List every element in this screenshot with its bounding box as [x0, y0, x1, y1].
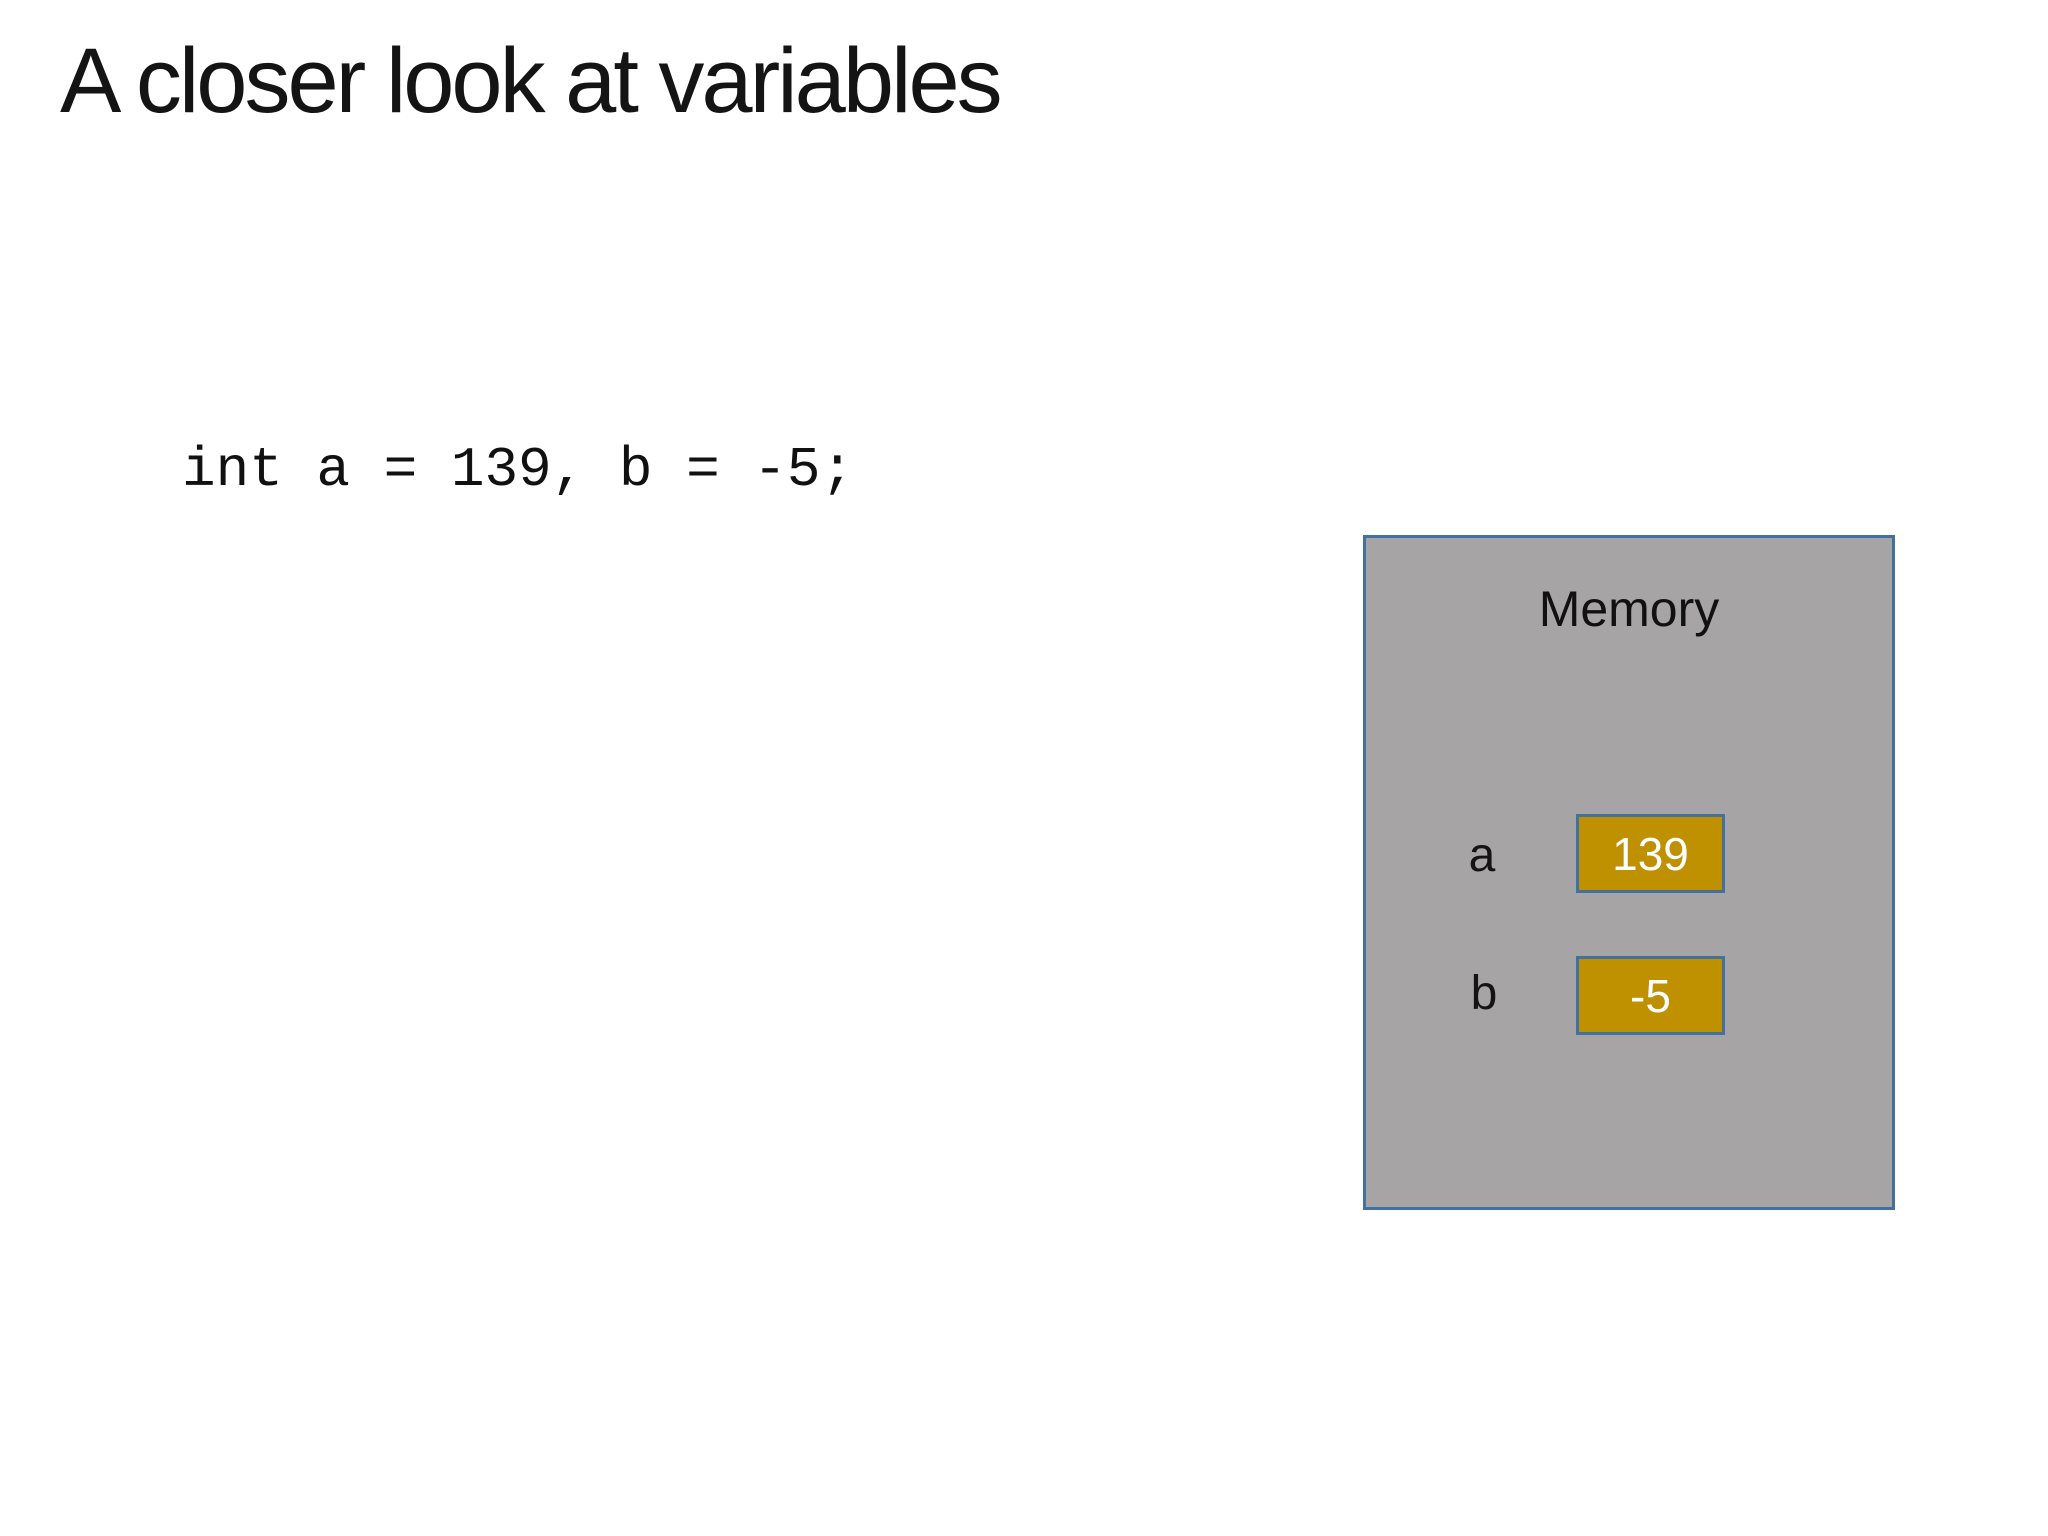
code-line: int a = 139, b = -5; [182, 438, 855, 502]
memory-cell-b: -5 [1576, 956, 1725, 1035]
variable-label-b: b [1470, 967, 1498, 1020]
page-title: A closer look at variables [60, 30, 1003, 132]
memory-cell-a: 139 [1576, 814, 1725, 893]
memory-panel-title: Memory [1538, 581, 1720, 637]
memory-cell-a-value: 139 [1612, 827, 1689, 880]
variable-label-a: a [1468, 829, 1496, 882]
memory-diagram-panel: Memory a 139 b -5 [1363, 535, 1895, 1210]
memory-cell-b-value: -5 [1630, 969, 1671, 1022]
